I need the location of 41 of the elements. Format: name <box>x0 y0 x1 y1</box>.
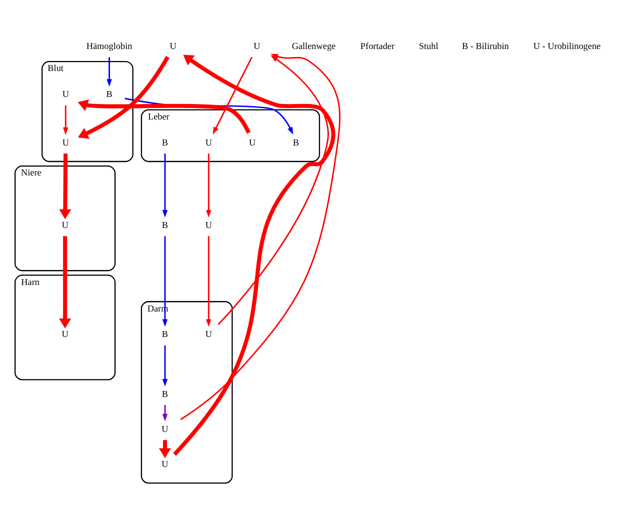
node-text: U <box>62 220 68 230</box>
label: Gallenwege <box>292 40 336 51</box>
node-text: Hämoglobin <box>86 40 132 51</box>
arrow <box>162 236 168 327</box>
arrow <box>206 236 212 327</box>
arrow <box>59 236 72 328</box>
arrow <box>106 57 112 87</box>
node-text: U <box>62 89 69 100</box>
arrow <box>78 56 170 139</box>
label: U - Urobilinogene <box>533 40 601 51</box>
node-text: U <box>162 458 168 469</box>
node-text: B <box>162 220 168 230</box>
label: B - Bilirubin <box>462 40 509 51</box>
node-text: U <box>62 329 68 340</box>
arrow <box>162 345 168 386</box>
label: Stuhl <box>418 40 438 51</box>
node-text: B <box>162 388 168 399</box>
node-text: U <box>62 137 69 148</box>
node-text: U <box>205 329 212 340</box>
arrow <box>59 154 72 220</box>
node-text: B <box>162 329 168 340</box>
node-text: U <box>248 137 256 148</box>
node-text: B <box>162 137 168 148</box>
node-text: U <box>162 424 168 434</box>
arrow <box>78 100 251 134</box>
node-text: B <box>292 137 299 148</box>
arrow <box>173 54 336 456</box>
node-text: U <box>205 220 212 230</box>
arrow <box>180 54 340 420</box>
node-text: U <box>205 137 212 148</box>
node-text: U <box>254 40 260 51</box>
node-text: U <box>170 40 176 51</box>
arrow <box>162 405 168 422</box>
arrow <box>218 55 329 326</box>
arrow <box>63 105 68 135</box>
arrow <box>206 154 212 218</box>
node-text: B <box>106 89 112 100</box>
arrow <box>158 440 172 458</box>
arrow <box>212 56 253 135</box>
label: Pfortader <box>360 40 395 51</box>
arrow <box>162 154 168 218</box>
